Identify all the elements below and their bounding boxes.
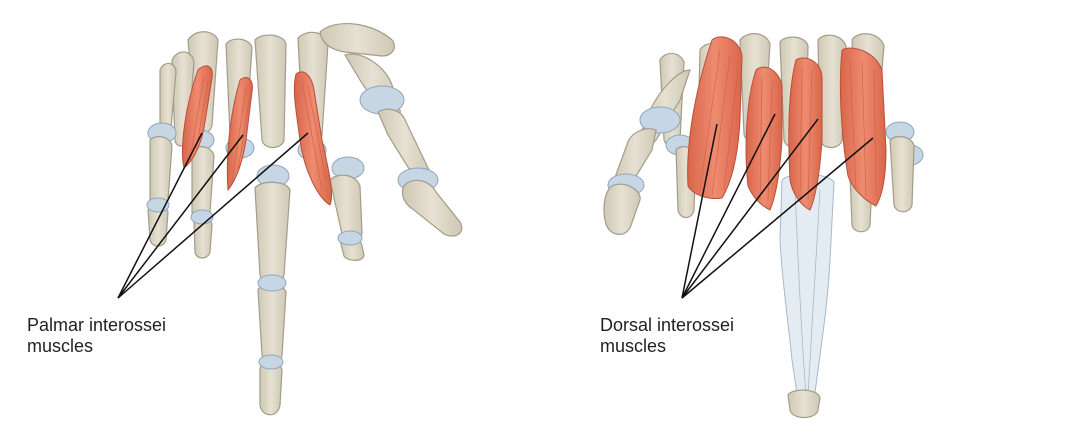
dorsal-label-line1: Dorsal interossei [600, 315, 735, 335]
left-thumb [344, 53, 463, 237]
palmar-label-line1: Palmar interossei [27, 315, 167, 335]
palmar-muscle-fibers [189, 75, 327, 191]
palmar-interossei-label: Palmar interossei muscles [27, 315, 166, 357]
dorsal-leader-lines [681, 113, 874, 299]
dorsal-interossei-muscles [687, 36, 887, 211]
palmar-label-line2: muscles [27, 336, 94, 356]
tendon-strands [794, 189, 821, 396]
dorsal-hand-figure [603, 33, 924, 419]
dorsal-muscle-fibers [699, 49, 877, 201]
dorsal-interossei-label: Dorsal interossei muscles [600, 315, 734, 357]
palmar-leader-lines [117, 132, 309, 299]
right-thumb [603, 69, 691, 235]
dorsal-label-line2: muscles [600, 336, 667, 356]
left-finger-joints [146, 197, 363, 370]
palmar-hand-figure [117, 22, 463, 416]
